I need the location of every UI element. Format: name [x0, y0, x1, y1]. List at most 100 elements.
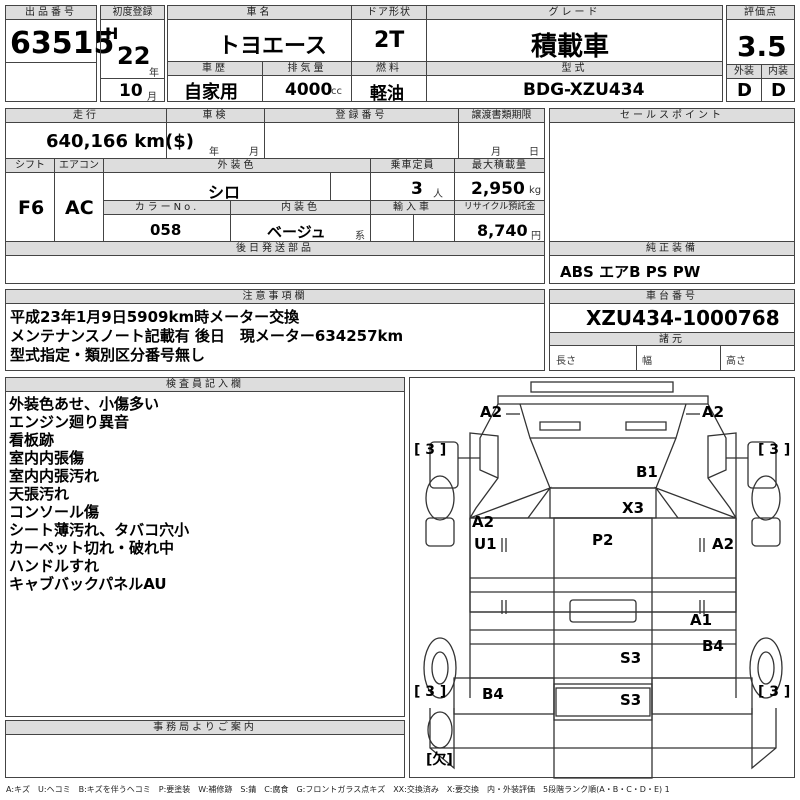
car-name: トヨエース	[218, 34, 327, 59]
inspector-label: 検査員記入欄	[6, 378, 404, 392]
color-label: 外装色	[104, 159, 370, 173]
sales-point-label: セールスポイント	[550, 109, 794, 123]
color-no-box: カラーNo. 058	[103, 200, 231, 242]
model-value: BDG-XZU434	[523, 80, 645, 100]
inspector-box: 検査員記入欄 外装色あせ、小傷多い エンジン廻り異音 看板跡 室内内張傷 室内内…	[5, 377, 405, 717]
notes-label: 注意事項欄	[6, 290, 544, 304]
fuel-box: 燃料 軽油	[351, 61, 427, 104]
score-label: 評価点	[727, 6, 794, 20]
mileage-value: 640,166 km($)	[46, 131, 194, 152]
interior-label: 内装	[762, 65, 794, 79]
notes-line-3: 型式指定・類別区分番号無し	[10, 346, 206, 364]
lot-number-box: 出品番号 63515	[5, 5, 114, 102]
ac-label: エアコン	[55, 159, 103, 173]
fuel-value: 軽油	[370, 84, 404, 104]
mileage-label: 走行	[6, 109, 166, 123]
door-box: ドア形状 2T	[351, 5, 427, 62]
reg-number-box: 登録番号	[264, 108, 459, 159]
office-box: 事務局よりご案内	[5, 720, 405, 778]
door-label: ドア形状	[352, 6, 426, 20]
spare-tire-missing: [欠]	[426, 752, 453, 768]
capacity-unit: 人	[433, 189, 443, 200]
mark-a2-top-left: A2	[480, 403, 503, 421]
import-box: 輸入車	[370, 200, 455, 242]
color-no-label: カラーNo.	[104, 201, 230, 215]
recycle-unit: 円	[531, 231, 541, 242]
width-label: 幅	[642, 356, 652, 367]
later-parts-box: 後日発送部品	[5, 241, 545, 284]
interior-color-unit: 系	[355, 231, 365, 242]
import-label: 輸入車	[371, 201, 454, 215]
year-unit: 年	[149, 68, 159, 79]
interior-color-label: 内装色	[231, 201, 370, 215]
inspector-line-10: ハンドルすれ	[9, 557, 100, 575]
recycle-box: リサイクル預託金 8,740 円	[454, 200, 545, 242]
car-name-label: 車名	[168, 6, 351, 20]
mark-a1: A1	[690, 611, 713, 629]
capacity-value: 3	[411, 179, 423, 199]
mark-a2-right: A2	[712, 535, 735, 553]
mark-a2-top-right: A2	[702, 403, 725, 421]
first-registration-label: 初度登録	[101, 6, 164, 20]
legend-footer: A:キズ U:ヘコミ B:キズを伴うヘコミ P:要塗装 W:補修跡 S:錆 C:…	[6, 785, 670, 794]
genuine-equipment-value: ABS エアB PS PW	[560, 263, 701, 281]
model-box: 型式 BDG-XZU434	[426, 61, 723, 102]
lot-number: 63515	[10, 26, 115, 61]
recycle-value: 8,740	[477, 221, 528, 240]
notes-line-1: 平成23年1月9日5909km時メーター交換	[10, 308, 300, 326]
ac-value: AC	[65, 197, 94, 219]
sales-point-box: セールスポイント	[549, 108, 795, 242]
mark-b1: B1	[636, 463, 658, 481]
inspector-line-1: 外装色あせ、小傷多い	[9, 395, 160, 413]
interior-color-value: ベージュ	[267, 223, 326, 241]
office-label: 事務局よりご案内	[6, 721, 404, 735]
tire-front-left: [ 3 ]	[414, 442, 447, 458]
fuel-label: 燃料	[352, 62, 426, 76]
load-value: 2,950	[471, 179, 525, 199]
genuine-equipment-box: 純正装備 ABS エアB PS PW	[549, 241, 795, 284]
load-unit: kg	[529, 185, 542, 196]
shift-value: F6	[18, 197, 45, 219]
era: H	[105, 24, 119, 43]
capacity-label: 乗車定員	[371, 159, 454, 173]
inspector-line-11: キャブバックパネルAU	[9, 575, 167, 593]
mark-u1: U1	[474, 535, 497, 553]
displacement-box: 排気量 4000 cc	[262, 61, 352, 102]
ac-box: エアコン AC	[54, 158, 104, 242]
color-box: 外装色 シロ	[103, 158, 371, 202]
inspector-line-5: 室内内張汚れ	[9, 467, 100, 485]
height-label: 高さ	[726, 356, 746, 367]
mark-b4-right: B4	[702, 637, 724, 655]
interior-color-box: 内装色 ベージュ 系	[230, 200, 371, 242]
grade-box: グレード 積載車	[426, 5, 723, 62]
score-value: 3.5	[737, 30, 787, 63]
length-label: 長さ	[556, 356, 576, 367]
exterior-grade: D	[737, 80, 752, 101]
displacement-label: 排気量	[263, 62, 351, 76]
inspector-line-8: シート薄汚れ、タバコ穴小	[9, 521, 190, 539]
interior-grade: D	[771, 80, 786, 101]
chassis-number: XZU434-1000768	[586, 306, 780, 330]
displacement-value: 4000	[285, 80, 333, 100]
inspection-box: 車検 年 月	[166, 108, 265, 159]
mileage-box: 走行 640,166 km($)	[5, 108, 194, 159]
model-label: 型式	[427, 62, 722, 76]
grade-value: 積載車	[531, 32, 610, 62]
mark-s3-middle: S3	[620, 649, 642, 667]
spec-label: 諸元	[550, 332, 794, 346]
recycle-label: リサイクル預託金	[455, 201, 544, 215]
history-label: 車歴	[168, 62, 262, 76]
month-unit: 月	[147, 92, 157, 103]
load-label: 最大積載量	[455, 159, 544, 173]
inspection-month-unit: 月	[249, 147, 259, 158]
car-name-box: 車名 トヨエース	[167, 5, 352, 62]
inspector-line-6: 天張汚れ	[9, 485, 70, 503]
first-registration-month: 10	[119, 81, 143, 101]
chassis-label: 車台番号	[550, 290, 794, 304]
transfer-doc-label: 譲渡書類期限	[459, 109, 544, 123]
mark-s3-lower: S3	[620, 691, 642, 709]
inspector-line-7: コンソール傷	[9, 503, 100, 521]
grade-label: グレード	[427, 6, 722, 20]
history-box: 車歴 自家用	[167, 61, 263, 103]
shift-box: シフト F6	[5, 158, 55, 242]
